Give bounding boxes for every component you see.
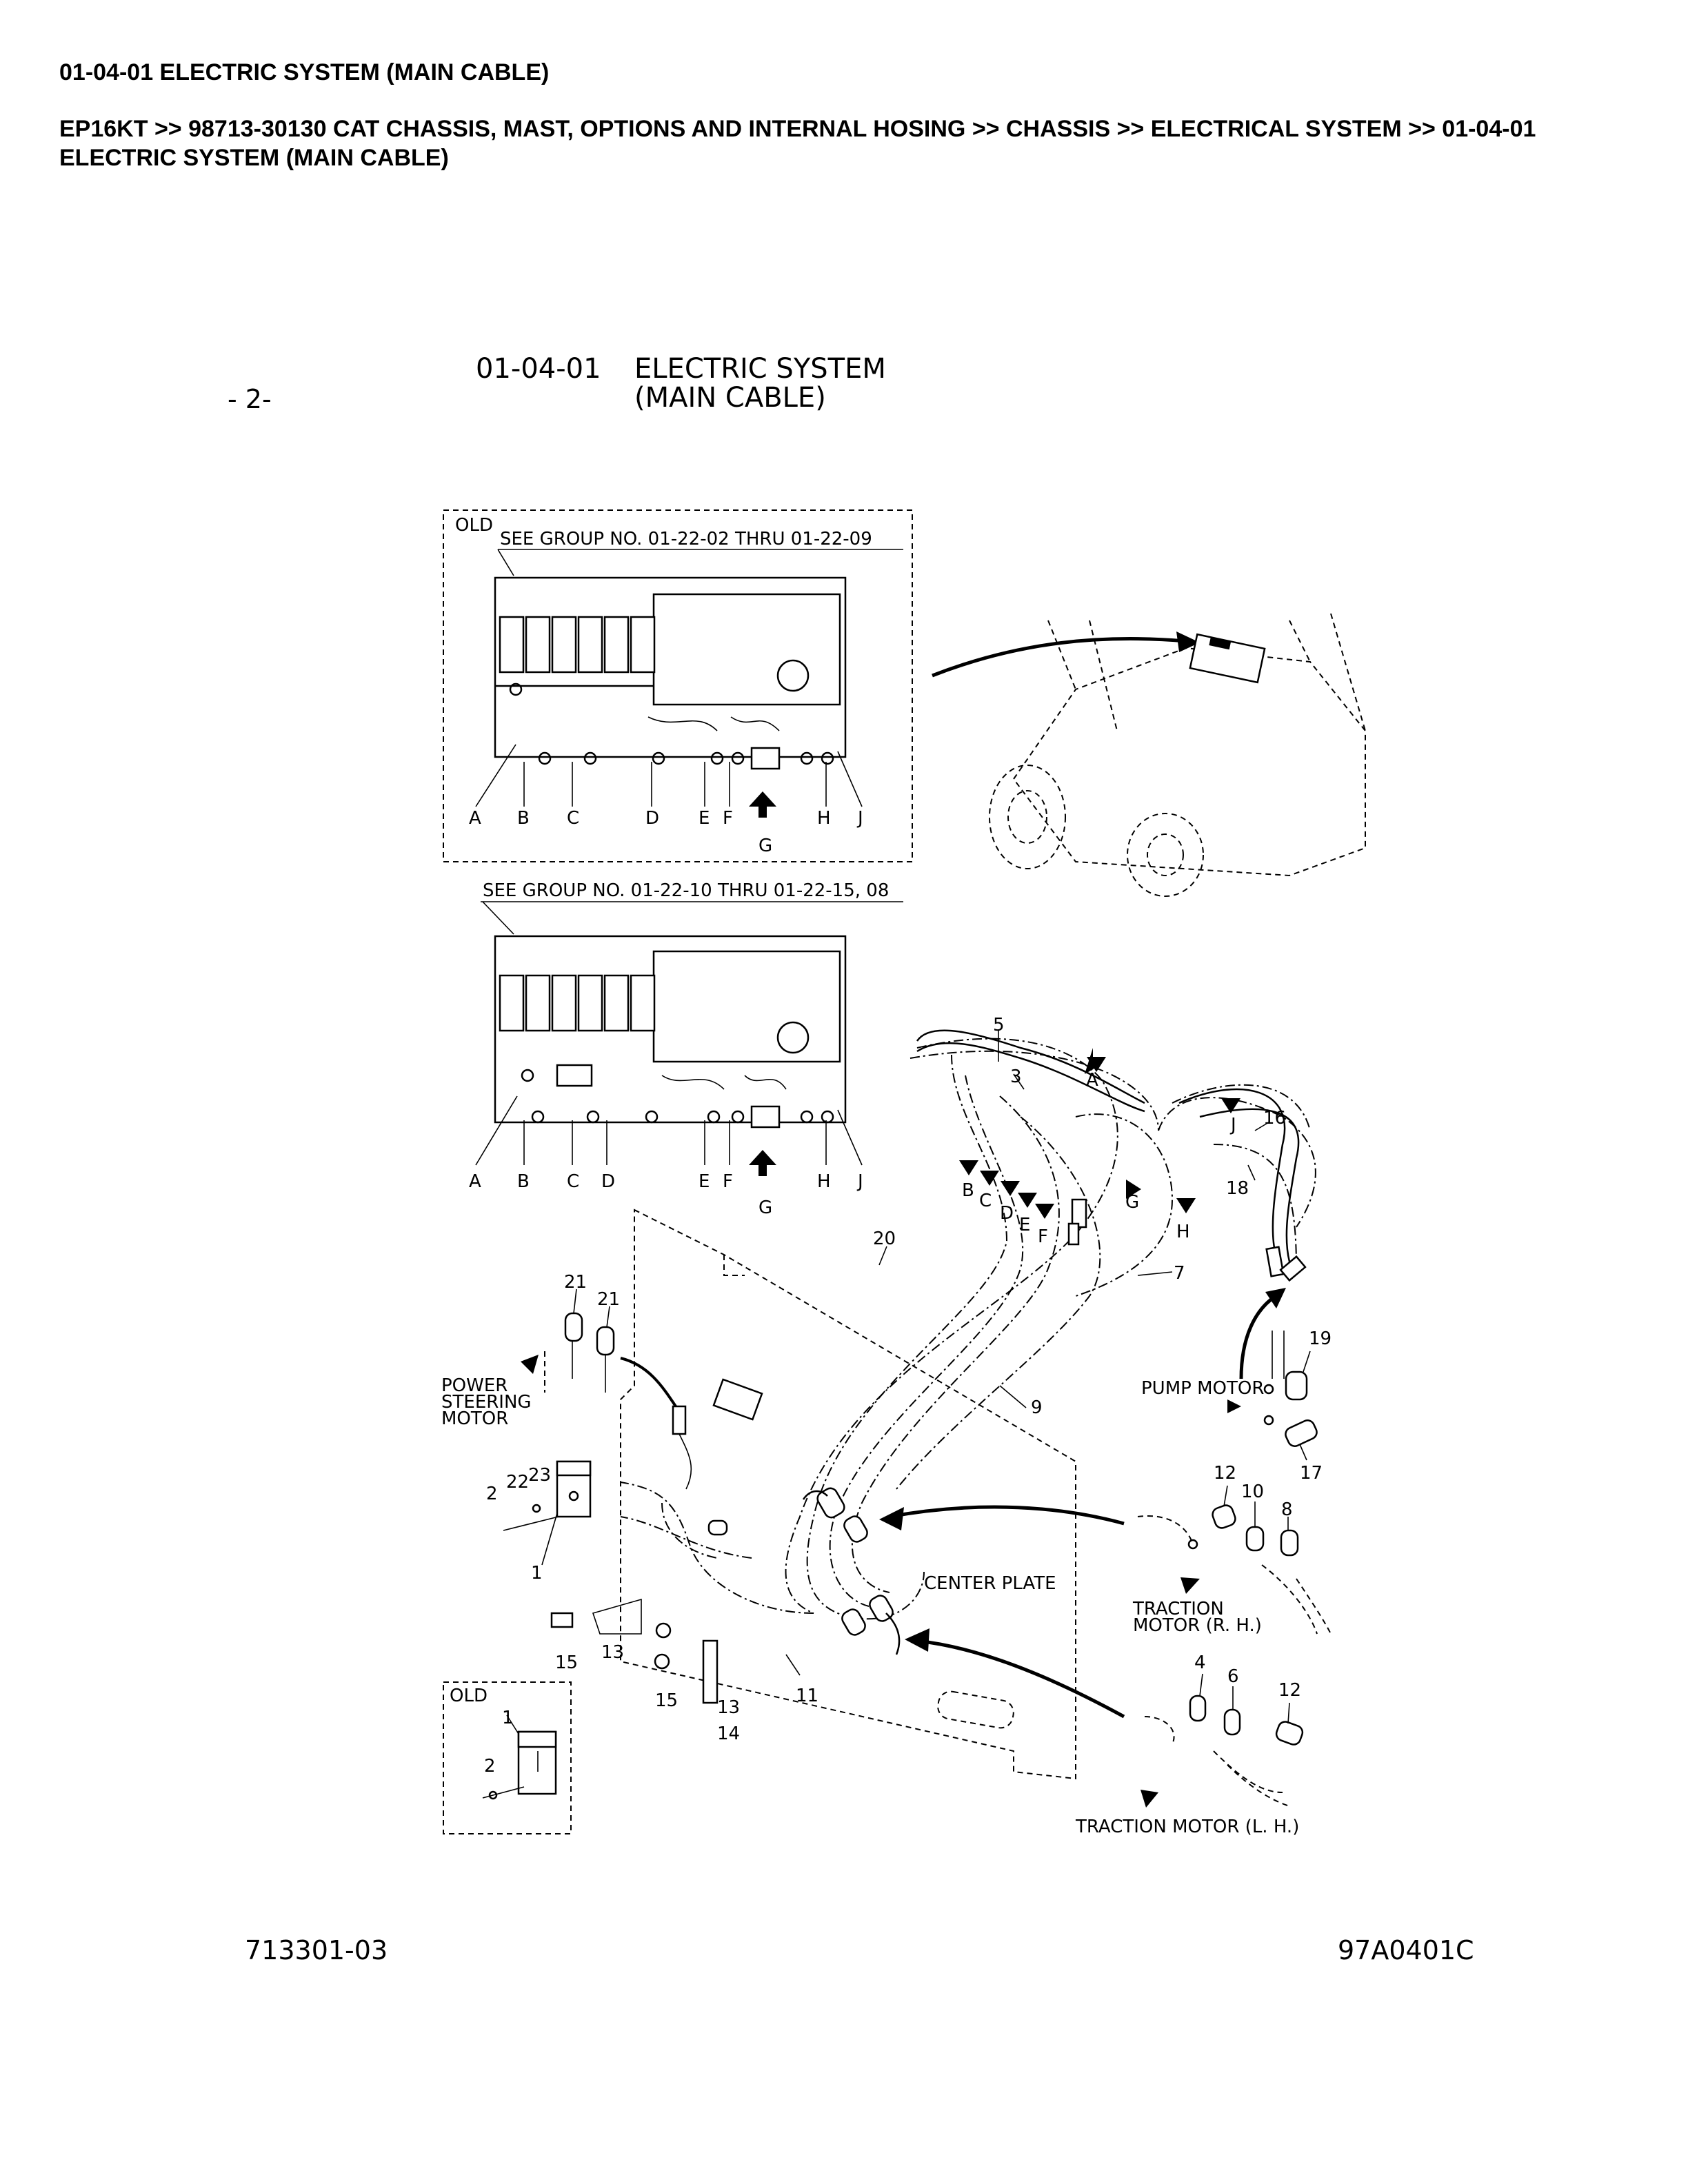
callout-1-old: 1 [502, 1708, 514, 1728]
traction-lh-label: TRACTION MOTOR (L. H.) [1075, 1817, 1299, 1837]
callout-17: 17 [1300, 1463, 1323, 1484]
callout-2-old: 2 [484, 1756, 496, 1777]
terminal-E-harness: E [1019, 1215, 1030, 1235]
callout-18: 18 [1226, 1178, 1249, 1199]
terminal-B-mid: B [517, 1171, 530, 1192]
terminal-D-mid: D [601, 1171, 615, 1192]
callout-2: 2 [486, 1484, 498, 1504]
traction-rh-label-1: TRACTION [1132, 1599, 1224, 1619]
traction-rh-label-2: MOTOR (R. H.) [1133, 1615, 1262, 1636]
breadcrumb: EP16KT >> 98713-30130 CAT CHASSIS, MAST,… [59, 116, 1536, 171]
page-marker: - 2- [228, 384, 272, 414]
drawing-title-line2: (MAIN CABLE) [634, 382, 826, 414]
terminal-H-mid: H [817, 1171, 831, 1192]
page-title: 01-04-01 ELECTRIC SYSTEM (MAIN CABLE) [59, 59, 550, 85]
callout-4: 4 [1194, 1652, 1206, 1673]
callout-numbers: 1 1 2 2 3 4 5 6 7 8 9 10 11 12 12 13 13 … [484, 1015, 1332, 1777]
callout-21-a: 21 [564, 1272, 587, 1293]
callout-22: 22 [506, 1472, 529, 1493]
see-group-top: SEE GROUP NO. 01-22-02 THRU 01-22-09 [500, 529, 872, 549]
terminal-G-top: G [758, 836, 772, 856]
callout-23: 23 [528, 1465, 551, 1486]
callout-13-b: 13 [717, 1697, 740, 1718]
footer-right-code: 97A0401C [1338, 1935, 1474, 1965]
terminal-H-top: H [817, 808, 831, 829]
terminal-D-top: D [645, 808, 659, 829]
power-steering-label-2: STEERING [441, 1392, 532, 1413]
callout-14: 14 [717, 1723, 740, 1744]
callout-15-b: 15 [655, 1690, 678, 1711]
callout-11: 11 [796, 1686, 818, 1706]
callout-6: 6 [1227, 1666, 1239, 1687]
main-cable-harness [620, 1029, 1316, 1620]
callout-10: 10 [1241, 1482, 1264, 1502]
callout-16: 16 [1263, 1108, 1286, 1129]
terminal-F-harness: F [1038, 1226, 1048, 1247]
callout-19: 19 [1309, 1328, 1332, 1349]
traction-connectors [550, 1487, 901, 1704]
terminal-E-top: E [699, 808, 710, 829]
terminal-G-mid: G [758, 1197, 772, 1218]
power-steering-connectors [503, 1312, 763, 1536]
terminal-F-mid: F [723, 1171, 733, 1192]
center-plate [620, 1209, 1076, 1780]
old-label-top: OLD [455, 515, 493, 536]
terminal-J-top: J [856, 808, 863, 829]
forklift-sketch [989, 613, 1366, 897]
callout-12-rh: 12 [1214, 1463, 1236, 1484]
callout-5: 5 [993, 1015, 1005, 1035]
terminal-C-top: C [567, 808, 579, 829]
callout-8: 8 [1281, 1499, 1293, 1520]
terminal-H-harness: H [1176, 1222, 1190, 1242]
terminal-A-mid: A [469, 1171, 481, 1192]
new-controller-panel: SEE GROUP NO. 01-22-10 THRU 01-22-15, 08… [469, 880, 903, 1218]
callout-1: 1 [531, 1563, 543, 1584]
terminal-A-harness: A [1086, 1070, 1098, 1091]
old-controller-panel: OLD SEE GROUP NO. 01-22-02 THRU 01-22-09 [443, 509, 913, 862]
callout-12-lh: 12 [1278, 1680, 1301, 1701]
callout-13-a: 13 [601, 1642, 624, 1663]
pump-motor-label: PUMP MOTOR [1141, 1378, 1264, 1399]
terminal-G-harness: G [1125, 1192, 1139, 1213]
drawing-code: 01-04-01 [476, 353, 601, 385]
terminal-D-harness: D [1000, 1203, 1014, 1224]
terminal-C-harness: C [979, 1191, 992, 1211]
power-steering-label-3: MOTOR [441, 1408, 508, 1429]
callout-15-a: 15 [555, 1652, 578, 1673]
component-labels: POWER STEERING MOTOR PUMP MOTOR CENTER P… [441, 1375, 1299, 1837]
callout-9: 9 [1031, 1397, 1043, 1418]
callout-leaders [541, 1031, 1311, 1724]
center-plate-label: CENTER PLATE [924, 1573, 1056, 1594]
traction-motor-lh [1141, 1695, 1304, 1808]
terminal-J-harness: J [1229, 1115, 1236, 1135]
callout-3: 3 [1010, 1066, 1022, 1087]
pump-motor-connectors [1227, 1246, 1318, 1447]
old-inset-bottom: OLD [443, 1681, 572, 1834]
callout-7: 7 [1174, 1263, 1185, 1284]
power-steering-label-1: POWER [441, 1375, 508, 1396]
footer-left-code: 713301-03 [245, 1935, 388, 1965]
terminal-C-mid: C [567, 1171, 579, 1192]
terminal-E-mid: E [699, 1171, 710, 1192]
drawing-title-line1: ELECTRIC SYSTEM [634, 353, 886, 385]
terminal-arrows: A J B C D E F G H [959, 1048, 1240, 1247]
terminal-B-harness: B [962, 1180, 974, 1201]
terminal-B-top: B [517, 808, 530, 829]
terminal-F-top: F [723, 808, 733, 829]
terminal-J-mid: J [856, 1171, 863, 1192]
callout-20: 20 [873, 1228, 896, 1249]
callout-21-b: 21 [597, 1289, 620, 1310]
see-group-bottom: SEE GROUP NO. 01-22-10 THRU 01-22-15, 08 [483, 880, 889, 901]
old-label-bottom: OLD [450, 1686, 488, 1706]
terminal-A-top: A [469, 808, 481, 829]
